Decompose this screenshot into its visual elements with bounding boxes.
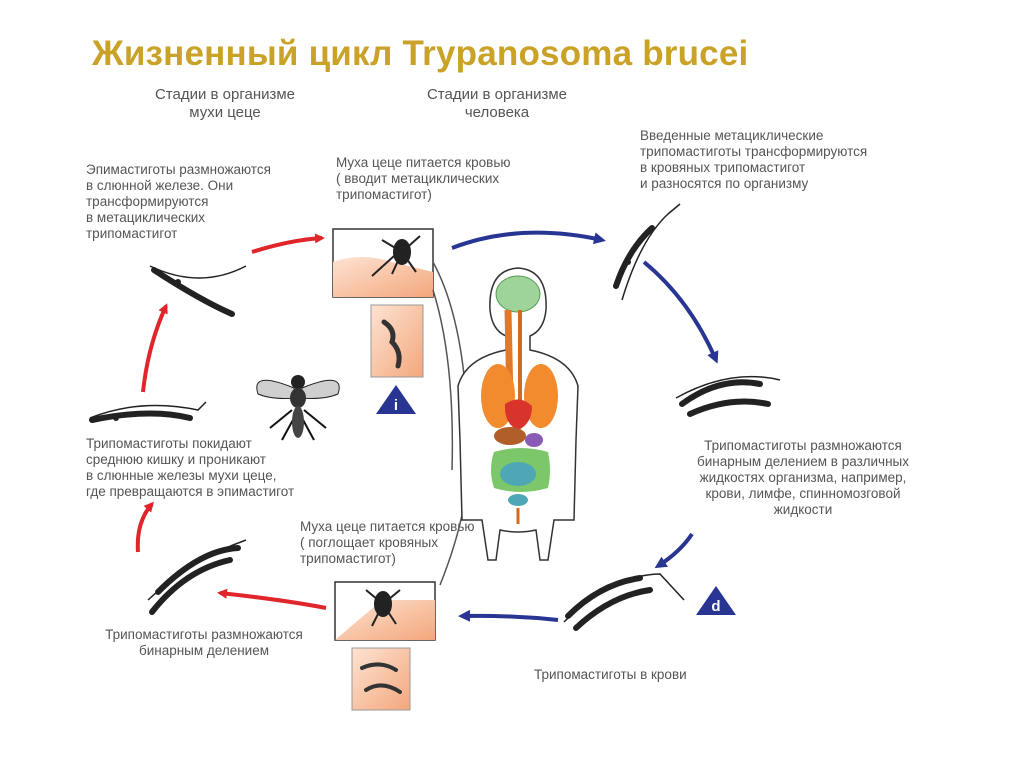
diagnostic-stage-badge: d <box>696 586 736 615</box>
arrow-right-descending <box>642 260 719 364</box>
arrow-to-fly-bite-top <box>251 233 325 254</box>
fly-bite-lower-box <box>334 581 436 641</box>
trypanosome-left-middle <box>89 401 207 423</box>
trypanosome-right-middle <box>675 375 781 417</box>
human-cycle-arrows <box>451 230 719 622</box>
arrow-up-left-lower <box>135 501 154 553</box>
tsetse-fly-illustration <box>256 375 340 441</box>
fly-bite-upper-box <box>332 228 434 298</box>
human-body-illustration <box>457 267 579 561</box>
label-fly-feeds-injects: Муха цеце питается кровью ( вводит метац… <box>336 155 511 202</box>
label-fly-feeds-ingests: Муха цеце питается кровью ( поглощает кр… <box>300 519 475 566</box>
arrow-up-left-upper <box>141 303 168 393</box>
fly-stages-header: Стадии в организме мухи цеце <box>154 86 296 121</box>
trypanosome-metacyclic-right-top <box>613 203 681 301</box>
label-leave-midgut: Трипомастиготы покидают среднюю кишку и … <box>86 436 295 499</box>
label-in-blood: Трипомастиготы в крови <box>534 667 687 682</box>
trypanosome-left-bottom <box>147 539 247 615</box>
fly-cycle-arrows <box>135 233 327 610</box>
page-title: Жизненный цикл Trypanosoma brucei <box>92 34 749 73</box>
label-multiply-body-fluids: Трипомастиготы размножаются бинарным дел… <box>697 438 909 517</box>
svg-text:i: i <box>394 397 398 414</box>
label-multiply-binary: Трипомастиготы размножаются бинарным дел… <box>105 627 303 658</box>
human-stages-header: Стадии в организме человека <box>426 86 568 121</box>
skin-inset-upper <box>370 304 424 378</box>
label-epimastigotes: Эпимастиготы размножаются в слюнной желе… <box>86 162 271 241</box>
trypanosome-epimastigote-top-left <box>149 265 247 317</box>
arrow-to-left-bottom <box>217 588 327 610</box>
arrow-top-right <box>451 230 606 250</box>
skin-inset-lower <box>351 647 411 711</box>
arrow-bottom-left <box>458 609 559 622</box>
label-injected-metacyclic: Введенные метациклические трипомастиготы… <box>640 128 868 191</box>
svg-text:d: d <box>711 598 720 615</box>
trypanosome-bottom-right <box>563 573 685 631</box>
infective-stage-badge: i <box>376 385 416 414</box>
arrow-right-lower <box>654 532 694 569</box>
